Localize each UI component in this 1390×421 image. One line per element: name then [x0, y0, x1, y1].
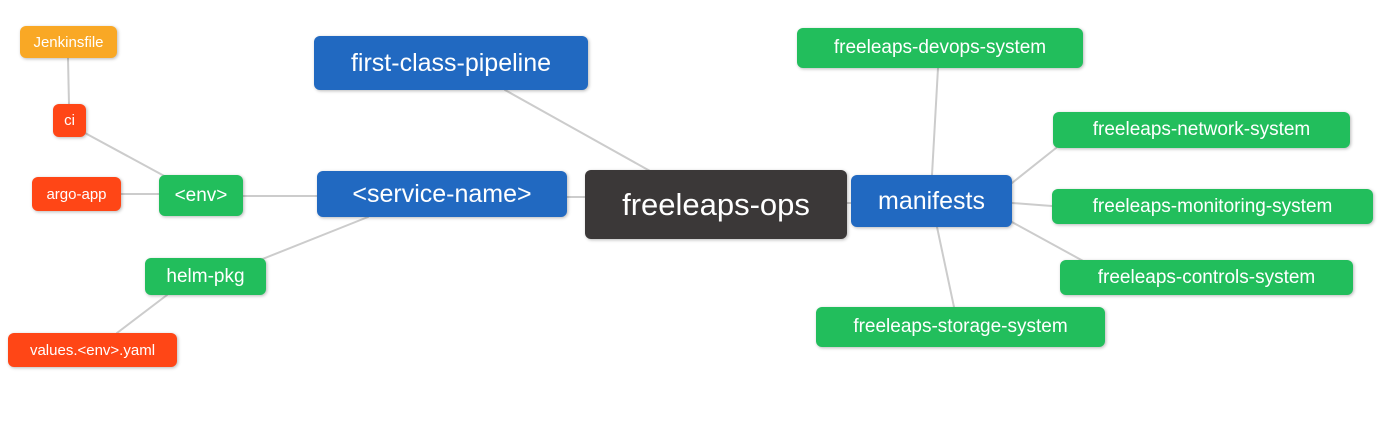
node-service-name[interactable]: <service-name> [317, 171, 567, 217]
node-freeleaps-controls-system[interactable]: freeleaps-controls-system [1060, 260, 1353, 295]
edge-manifests-devops [931, 67, 939, 176]
node-freeleaps-devops-system[interactable]: freeleaps-devops-system [797, 28, 1083, 68]
edge-jenkinsfile-ci [67, 57, 70, 106]
node-ci[interactable]: ci [53, 104, 86, 137]
node-values-env-yaml[interactable]: values.<env>.yaml [8, 333, 177, 367]
edge-manifests-monitoring [1011, 202, 1053, 207]
edge-manifests-storage [936, 226, 955, 308]
node-jenkinsfile[interactable]: Jenkinsfile [20, 26, 117, 58]
node-freeleaps-network-system[interactable]: freeleaps-network-system [1053, 112, 1350, 148]
edge-manifests-controls [1009, 220, 1086, 263]
node-freeleaps-ops-root[interactable]: freeleaps-ops [585, 170, 847, 239]
edge-ci-env [84, 132, 169, 179]
edge-helm-pkg-values [116, 294, 168, 334]
node-env[interactable]: <env> [159, 175, 243, 216]
node-manifests[interactable]: manifests [851, 175, 1012, 227]
edge-service-name-helm-pkg [259, 216, 369, 261]
edge-pipeline-freeleaps-ops [504, 89, 651, 172]
node-first-class-pipeline[interactable]: first-class-pipeline [314, 36, 588, 90]
node-argo-app[interactable]: argo-app [32, 177, 121, 211]
node-freeleaps-storage-system[interactable]: freeleaps-storage-system [816, 307, 1105, 347]
node-freeleaps-monitoring-system[interactable]: freeleaps-monitoring-system [1052, 189, 1373, 224]
edge-manifests-network [1011, 147, 1057, 184]
node-helm-pkg[interactable]: helm-pkg [145, 258, 266, 295]
